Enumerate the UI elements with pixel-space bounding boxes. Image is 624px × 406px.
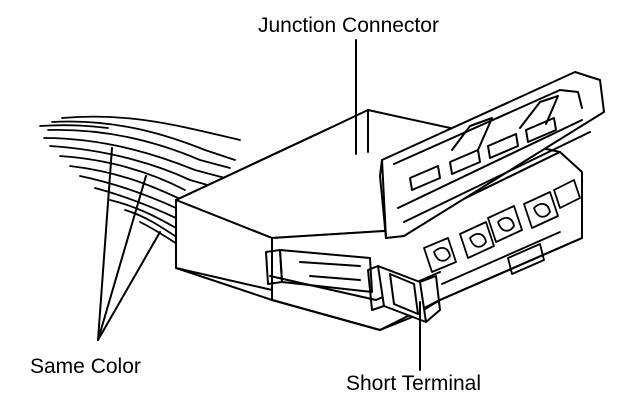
leader-lines [97,39,421,371]
junction-connector-label: Junction Connector [258,14,439,37]
cover-plate [379,71,605,239]
terminal-cavities [423,179,581,285]
short-terminal-part [367,265,441,323]
wire-bundle [39,115,241,247]
same-color-label: Same Color [30,355,141,378]
short-terminal-label: Short Terminal [346,372,482,395]
